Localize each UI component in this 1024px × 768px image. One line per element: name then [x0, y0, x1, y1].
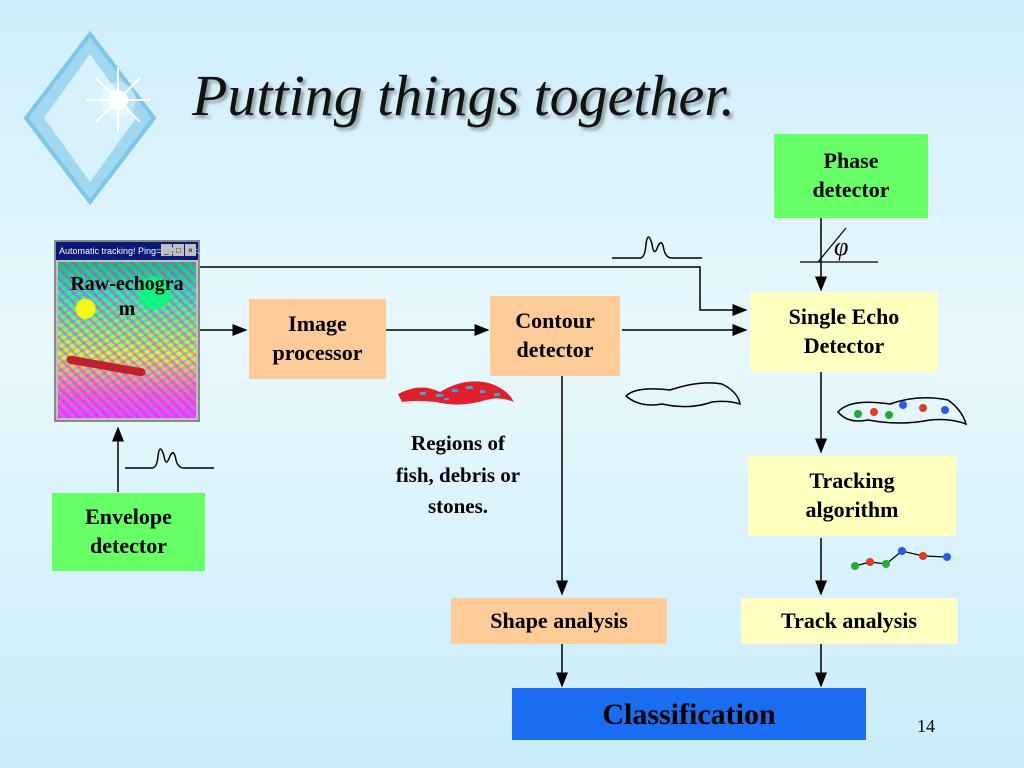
contour-detector-box: Contour detector — [490, 296, 620, 376]
echogram-title-text: Automatic tracking! Ping=2159, R=... — [59, 246, 206, 256]
arrow-raw-to-single-echo — [200, 266, 748, 316]
regions-annotation: Regions of fish, debris or stones. — [395, 431, 521, 518]
phase-angle-icon — [800, 227, 878, 263]
single-echo-contour-icon — [837, 397, 968, 426]
envelope-waveform-icon — [125, 448, 214, 469]
phase-symbol: φ — [834, 232, 848, 261]
close-icon: × — [185, 244, 196, 256]
raw-echogram-window: Automatic tracking! Ping=2159, R=... _ □… — [54, 240, 206, 422]
tracking-algorithm-box: Tracking algorithm — [748, 456, 956, 536]
track-points-icon — [851, 547, 951, 570]
envelope-detector-box: Envelope detector — [52, 493, 205, 571]
fish-region-icon — [398, 381, 514, 405]
echogram-title-bar: Automatic tracking! Ping=2159, R=... _ □… — [56, 242, 206, 260]
image-processor-box: Image processor — [249, 299, 386, 379]
single-echo-detector-box: Single Echo Detector — [750, 292, 938, 372]
page-number: 14 — [917, 716, 935, 736]
fish-contour-icon — [624, 382, 741, 408]
shape-analysis-box: Shape analysis — [451, 598, 667, 644]
slide-title: Putting things together. — [192, 63, 735, 128]
fish-trace — [65, 355, 147, 377]
track-analysis-box: Track analysis — [741, 598, 957, 644]
pulse-waveform-icon — [612, 236, 702, 259]
minimize-icon: _ — [161, 244, 172, 256]
diamond-star-icon — [23, 30, 157, 206]
raw-echogram-label: Raw-echogram — [70, 273, 184, 320]
phase-detector-box: Phase detector — [774, 134, 928, 218]
classification-box: Classification — [512, 688, 866, 740]
maximize-icon: □ — [173, 244, 184, 256]
echogram-image — [58, 262, 196, 418]
